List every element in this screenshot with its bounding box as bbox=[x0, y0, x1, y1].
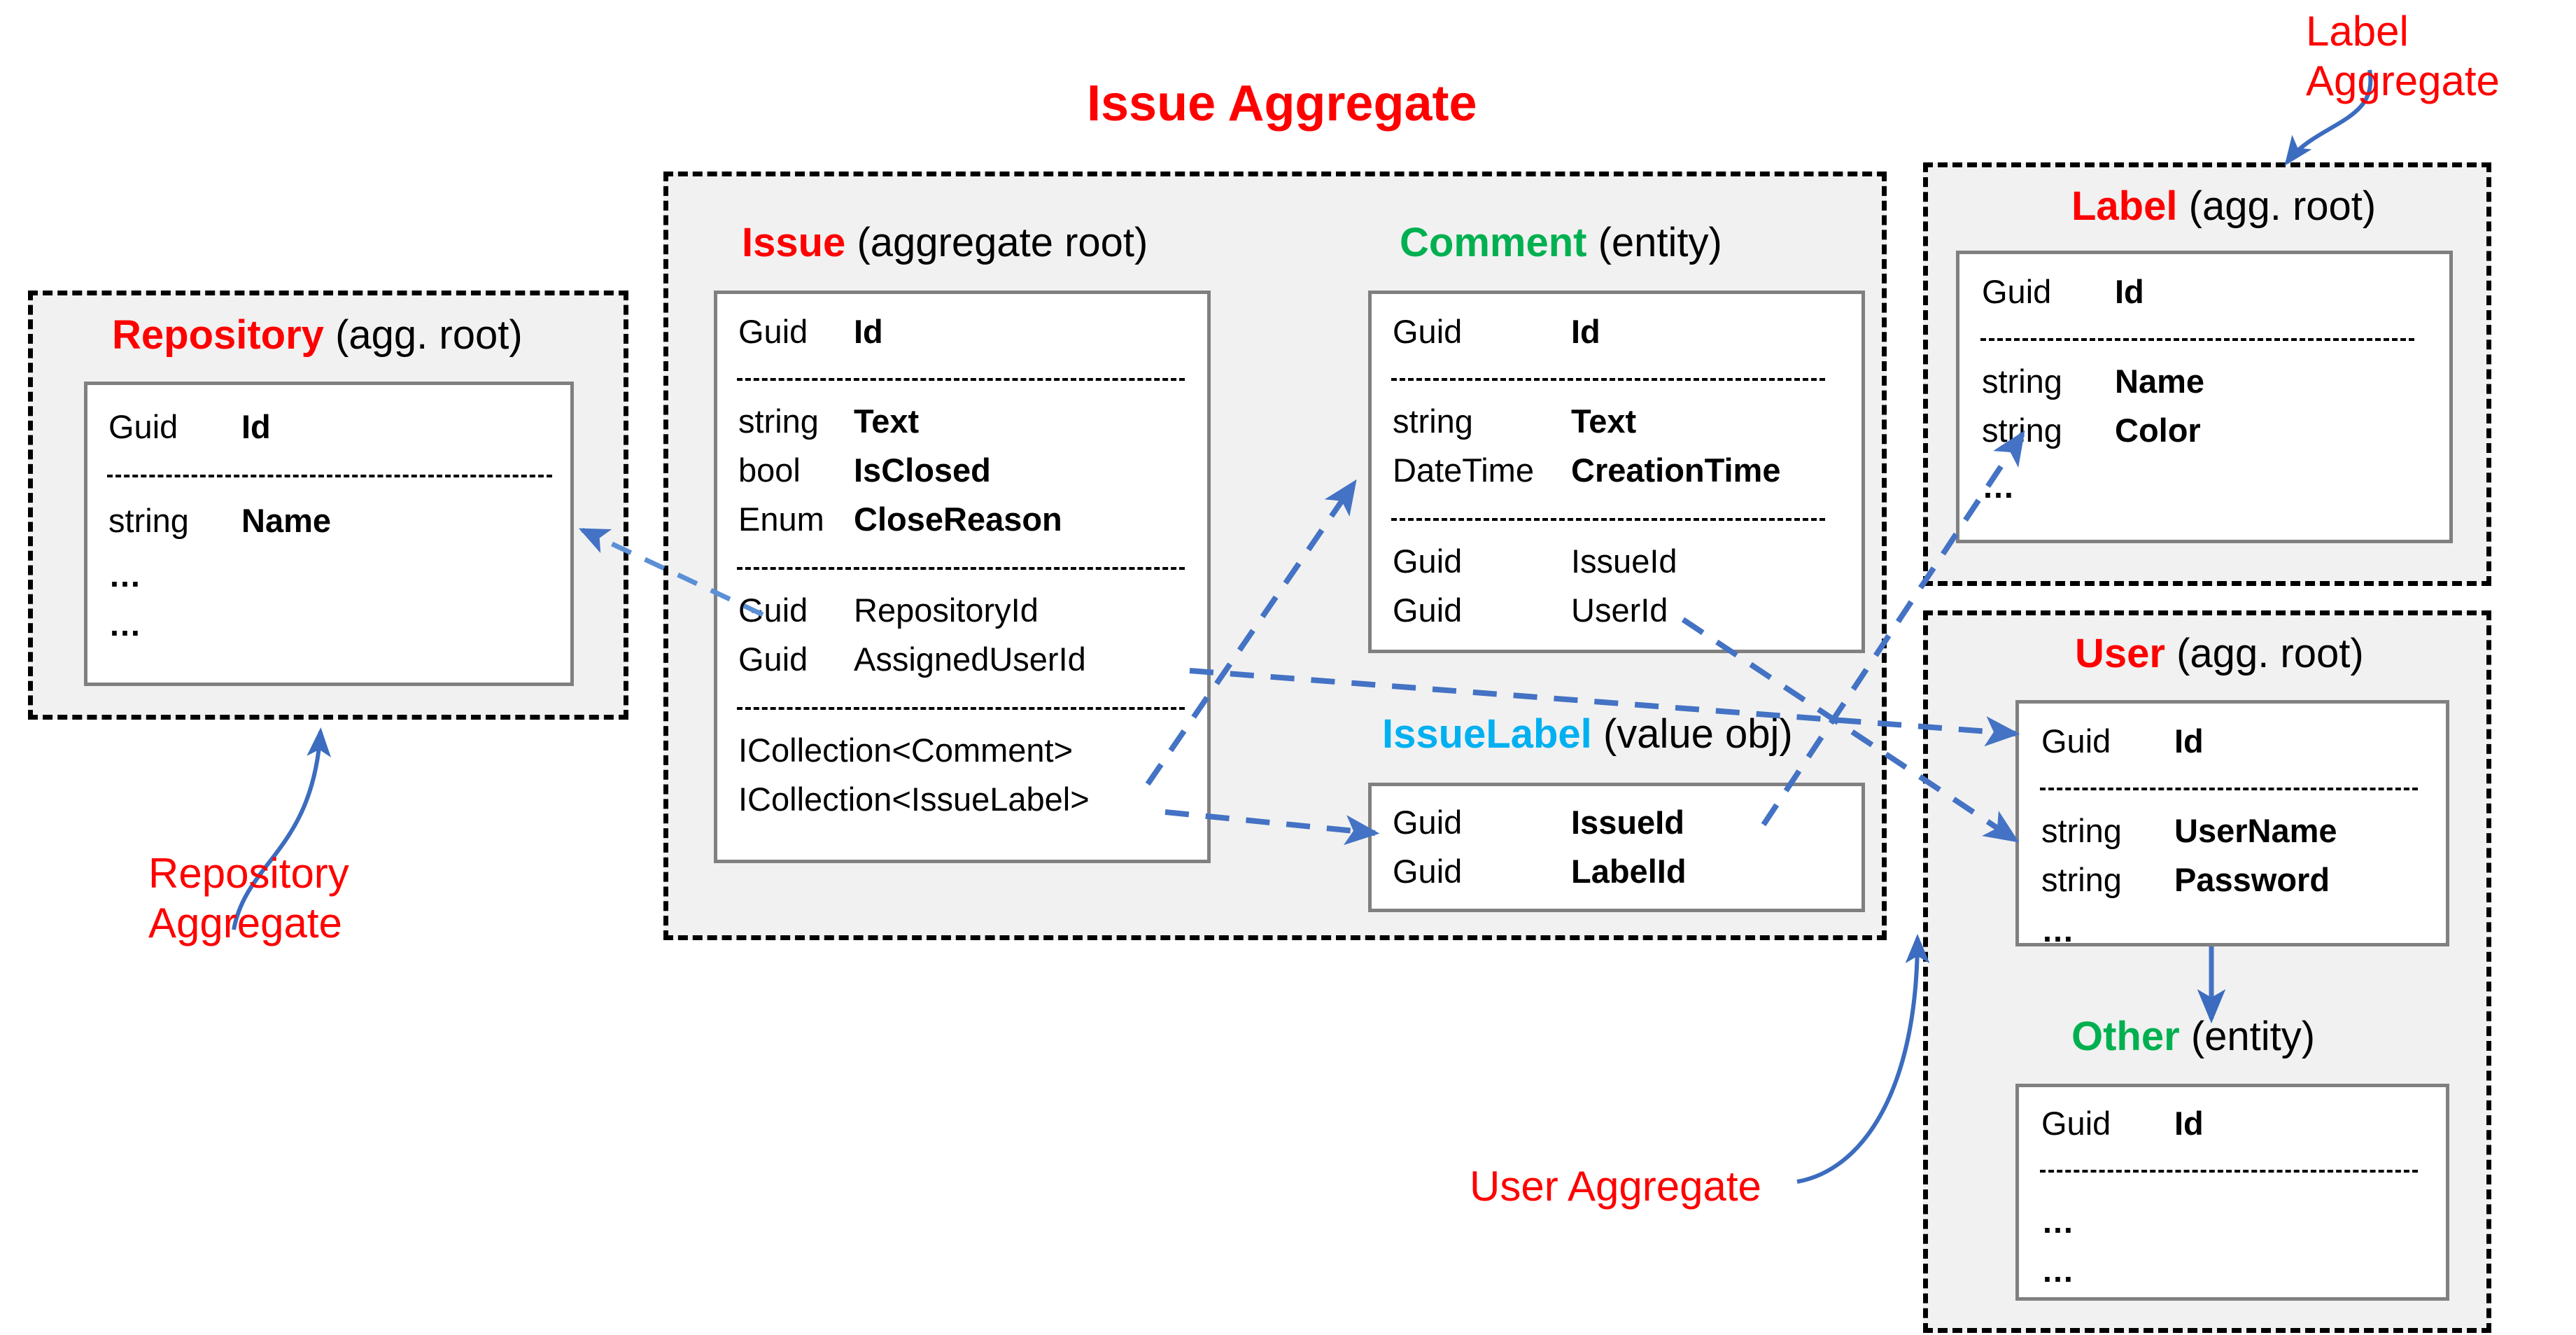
entity-name-issuelabel: IssueLabel bbox=[1382, 711, 1592, 757]
entity-title-user: User (agg. root) bbox=[2075, 634, 2364, 674]
field-ellipsis: … bbox=[1982, 468, 2016, 505]
field-separator bbox=[1391, 518, 1825, 521]
leader-user-aggregate bbox=[1796, 934, 1930, 1184]
field-separator bbox=[107, 475, 552, 477]
entity-name-repository: Repository bbox=[112, 312, 324, 358]
entity-stereotype-label: (agg. root) bbox=[2188, 183, 2377, 229]
entity-title-issue: Issue (aggregate root) bbox=[742, 223, 1148, 263]
entity-name-user: User bbox=[2075, 631, 2165, 676]
field-separator bbox=[1391, 378, 1825, 381]
page-title: Issue Aggregate bbox=[1087, 76, 1477, 132]
field-row: ICollection<IssueLabel> bbox=[738, 781, 1090, 818]
entity-stereotype-repository: (agg. root) bbox=[335, 312, 523, 358]
entity-title-other: Other (entity) bbox=[2071, 1016, 2315, 1057]
field-separator bbox=[2040, 1170, 2418, 1173]
entity-title-issuelabel: IssueLabel (value obj) bbox=[1382, 714, 1793, 755]
entity-name-issue: Issue bbox=[742, 220, 846, 265]
field-ellipsis: … bbox=[2041, 1203, 2076, 1240]
field-separator bbox=[737, 567, 1185, 570]
field-ellipsis: … bbox=[108, 606, 143, 643]
entity-title-repository: Repository (agg. root) bbox=[112, 315, 523, 356]
entity-title-label: Label (agg. root) bbox=[2071, 186, 2376, 227]
entity-stereotype-comment: (entity) bbox=[1598, 220, 1722, 265]
entity-name-comment: Comment bbox=[1400, 220, 1587, 265]
callout-user-aggregate: User Aggregate bbox=[1470, 1163, 1761, 1210]
callout-repository-aggregate: Repository Aggregate bbox=[148, 850, 349, 946]
entity-stereotype-other: (entity) bbox=[2190, 1014, 2316, 1059]
entity-stereotype-issue: (aggregate root) bbox=[857, 220, 1148, 265]
field-separator bbox=[737, 707, 1185, 710]
field-ellipsis: … bbox=[2041, 911, 2076, 949]
entity-stereotype-user: (agg. root) bbox=[2176, 631, 2364, 676]
field-separator bbox=[737, 378, 1185, 381]
callout-label-aggregate: Label Aggregate bbox=[2306, 8, 2500, 104]
entity-name-label: Label bbox=[2071, 183, 2178, 229]
entity-title-comment: Comment (entity) bbox=[1400, 223, 1722, 263]
field-ellipsis: … bbox=[2041, 1252, 2076, 1289]
field-separator bbox=[1980, 338, 2414, 341]
entity-stereotype-issuelabel: (value obj) bbox=[1603, 711, 1793, 757]
field-separator bbox=[2040, 788, 2418, 790]
entity-name-other: Other bbox=[2071, 1014, 2180, 1059]
field-ellipsis: … bbox=[108, 557, 143, 594]
field-row: ICollection<Comment> bbox=[738, 732, 1074, 769]
